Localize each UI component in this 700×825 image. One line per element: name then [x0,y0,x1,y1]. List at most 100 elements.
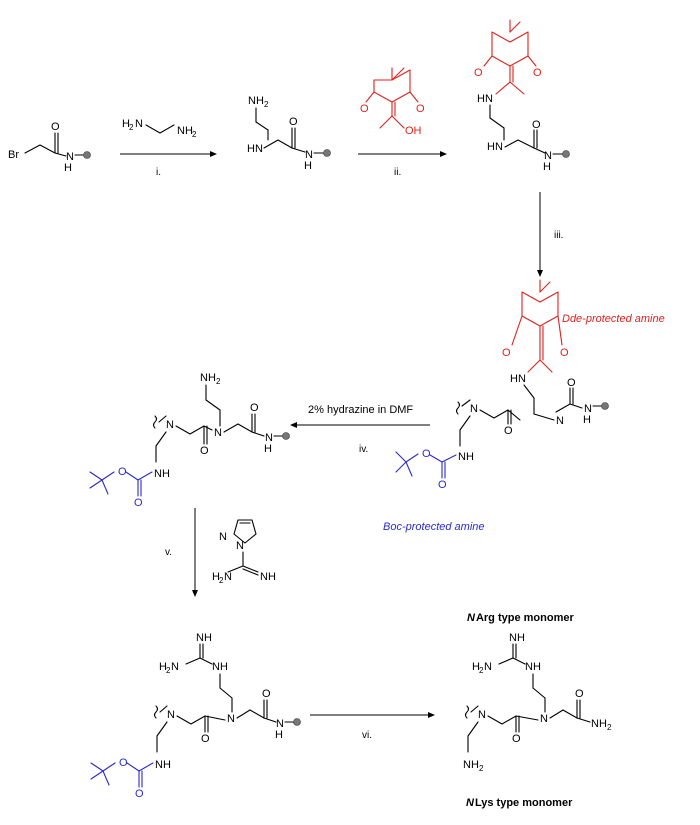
svg-text:H: H [472,661,480,673]
resin-bead-icon [83,151,91,159]
dde-boc-dimer-resin: O O HN N N O O N H NH O [395,279,609,491]
arrow-step-ii: ii. [358,151,447,178]
amide-nitrogen: N [66,151,74,163]
svg-text:O: O [438,479,447,491]
ethylenediamine-reagent: H 2 N NH 2 [122,118,197,139]
svg-text:N: N [171,661,179,673]
svg-text:N: N [276,718,284,730]
svg-text:2: 2 [607,723,612,732]
svg-text:O: O [474,67,483,79]
svg-text:N: N [166,419,174,431]
resin-bead-icon [293,718,301,726]
resin-bead-icon [323,149,331,157]
svg-text:HN: HN [477,93,493,105]
bromoacetamide-resin: Br O N H [8,121,91,174]
svg-text:NH: NH [260,571,276,583]
free-amine-boc-resin: NH 2 N N O O N H NH O O [89,372,290,509]
step-ii-label: ii. [394,167,401,178]
dde-reagent: O O OH [360,67,425,137]
step-iii-label: iii. [554,230,563,241]
svg-text:O: O [118,466,127,478]
bromine-label: Br [8,149,19,161]
svg-text:NH: NH [248,95,264,107]
svg-text:N: N [540,713,548,725]
svg-text:NH: NH [525,661,541,673]
pyrazole-carboxamidine-reagent: N N NH H 2 N [212,519,276,585]
dde-annotation: Dde-protected amine [562,313,665,325]
svg-text:N: N [227,713,235,725]
svg-text:H: H [304,160,312,172]
svg-text:2: 2 [264,100,269,109]
svg-text:H: H [583,414,591,426]
amine-label: H [122,118,130,130]
arrow-step-iii: iii. [537,192,563,277]
svg-text:N: N [484,661,492,673]
svg-text:NH: NH [509,632,525,644]
svg-text:H: H [264,443,272,455]
aminoethylglycine-resin: NH 2 HN O N H [247,95,331,172]
resin-bead-icon [282,432,290,440]
svg-text:NH: NH [591,718,607,730]
hydrazine-condition: 2% hydrazine in DMF [308,404,413,416]
secondary-amine: HN [247,143,263,155]
svg-text:O: O [567,377,576,389]
svg-text:N: N [236,540,244,552]
step-v-label: v. [165,547,172,558]
svg-text:O: O [504,425,513,437]
svg-text:2: 2 [129,123,134,132]
svg-text:N: N [135,118,143,130]
svg-text:NH: NH [200,372,216,384]
svg-text:O: O [119,757,128,769]
svg-text:O: O [560,347,569,359]
svg-text:N: N [265,432,273,444]
svg-text:N: N [478,709,486,721]
svg-text:N: N [167,709,175,721]
final-monomer: NH H 2 N NH N N O O NH 2 NH 2 [463,632,612,773]
arrow-step-i: i. [120,151,217,178]
svg-text:O: O [502,347,511,359]
amide-hydrogen: H [64,162,72,174]
svg-text:N: N [470,403,478,415]
nlys-monomer-label: NLys type monomer [466,797,573,809]
arrow-step-vi: vi. [310,712,435,741]
svg-text:O: O [422,448,431,460]
svg-text:2: 2 [479,764,484,773]
svg-text:O: O [262,688,271,700]
svg-text:NH: NH [196,632,212,644]
resin-bead-icon [601,402,609,410]
carbonyl-oxygen: O [51,121,60,133]
svg-text:O: O [134,497,143,509]
dde-protected-resin: O O HN HN O N H [474,19,570,173]
svg-text:HN: HN [510,373,526,385]
guanidine-boc-resin: NH H 2 N NH N N O O N H NH [90,632,301,800]
narg-monomer-label: NArg type monomer [467,612,574,624]
svg-text:N: N [214,427,222,439]
svg-text:N: N [584,403,592,415]
svg-text:H: H [543,161,551,173]
svg-text:O: O [289,116,298,128]
svg-text:2: 2 [216,377,221,386]
svg-text:O: O [532,119,541,131]
arrow-step-iv: 2% hydrazine in DMF iv. [290,404,430,455]
svg-text:H: H [159,661,167,673]
svg-text:HN: HN [487,141,503,153]
boc-annotation: Boc-protected amine [383,521,485,533]
arrow-step-v: v. [165,508,198,597]
svg-text:O: O [200,445,209,457]
svg-text:2: 2 [219,576,224,585]
svg-text:O: O [135,788,144,800]
svg-text:H: H [212,571,220,583]
svg-text:NH: NH [155,759,171,771]
svg-text:H: H [275,729,283,741]
svg-text:N: N [556,415,564,427]
svg-text:O: O [512,733,521,745]
svg-text:NH: NH [154,468,170,480]
svg-text:O: O [575,688,584,700]
svg-text:O: O [533,67,542,79]
hydroxyl-label: OH [405,125,422,137]
svg-text:N: N [219,531,227,543]
svg-text:N: N [544,150,552,162]
svg-text:2: 2 [166,666,171,675]
step-i-label: i. [156,167,161,178]
